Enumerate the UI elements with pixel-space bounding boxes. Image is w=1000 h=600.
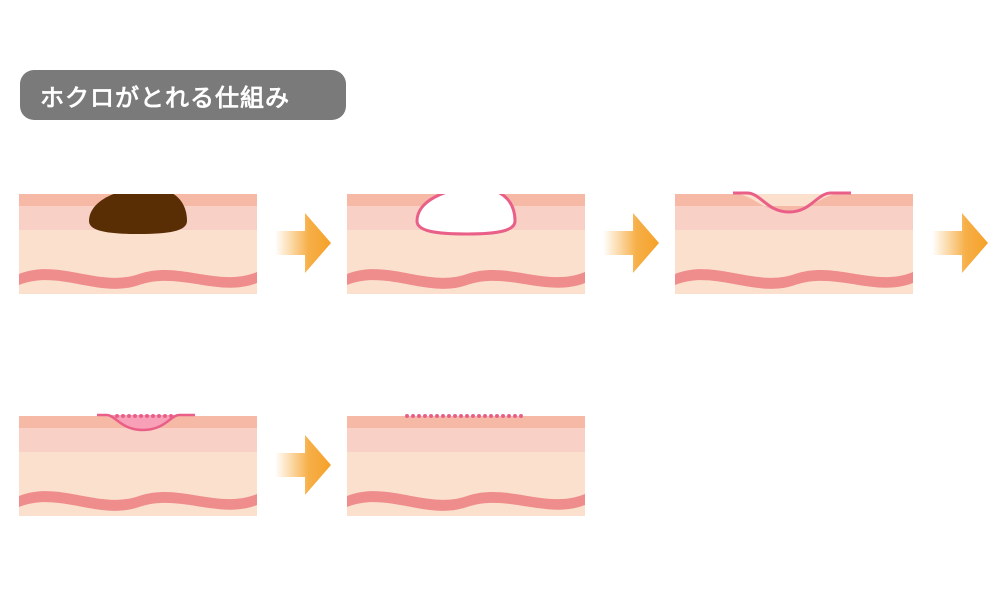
title-badge: ホクロがとれる仕組み — [20, 70, 346, 120]
dermis-wave — [675, 269, 913, 289]
dermis-wave — [347, 269, 585, 289]
dermis-wave — [19, 491, 257, 511]
arrow-right-icon — [275, 213, 331, 273]
step-1-mole-panel — [19, 194, 257, 294]
new-skin-dots — [115, 414, 173, 418]
arrow-right-3 — [932, 213, 988, 273]
skin-layer-top — [347, 416, 585, 428]
dermis-wave — [347, 491, 585, 511]
healed-skin-dots — [405, 414, 523, 418]
wound-cavity — [415, 194, 517, 236]
depression-outline — [733, 191, 851, 214]
step-3-depression-panel — [675, 190, 913, 294]
step-2-removed-panel — [347, 194, 585, 294]
step-4-healing-panel — [19, 410, 257, 516]
skin-layer-mid — [347, 428, 585, 452]
page-title: ホクロがとれる仕組み — [40, 83, 290, 112]
step-5-healed-panel — [347, 410, 585, 516]
arrow-right-icon — [603, 213, 659, 273]
arrow-right-4 — [275, 435, 331, 495]
arrow-right-icon — [275, 435, 331, 495]
healing-wound — [97, 413, 195, 432]
skin-layer-mid — [19, 428, 257, 452]
arrow-right-1 — [275, 213, 331, 273]
skin-layer-top — [675, 194, 913, 212]
arrow-right-2 — [603, 213, 659, 273]
mole-shape — [89, 194, 187, 234]
arrow-right-icon — [932, 213, 988, 273]
dermis-wave — [19, 269, 257, 289]
